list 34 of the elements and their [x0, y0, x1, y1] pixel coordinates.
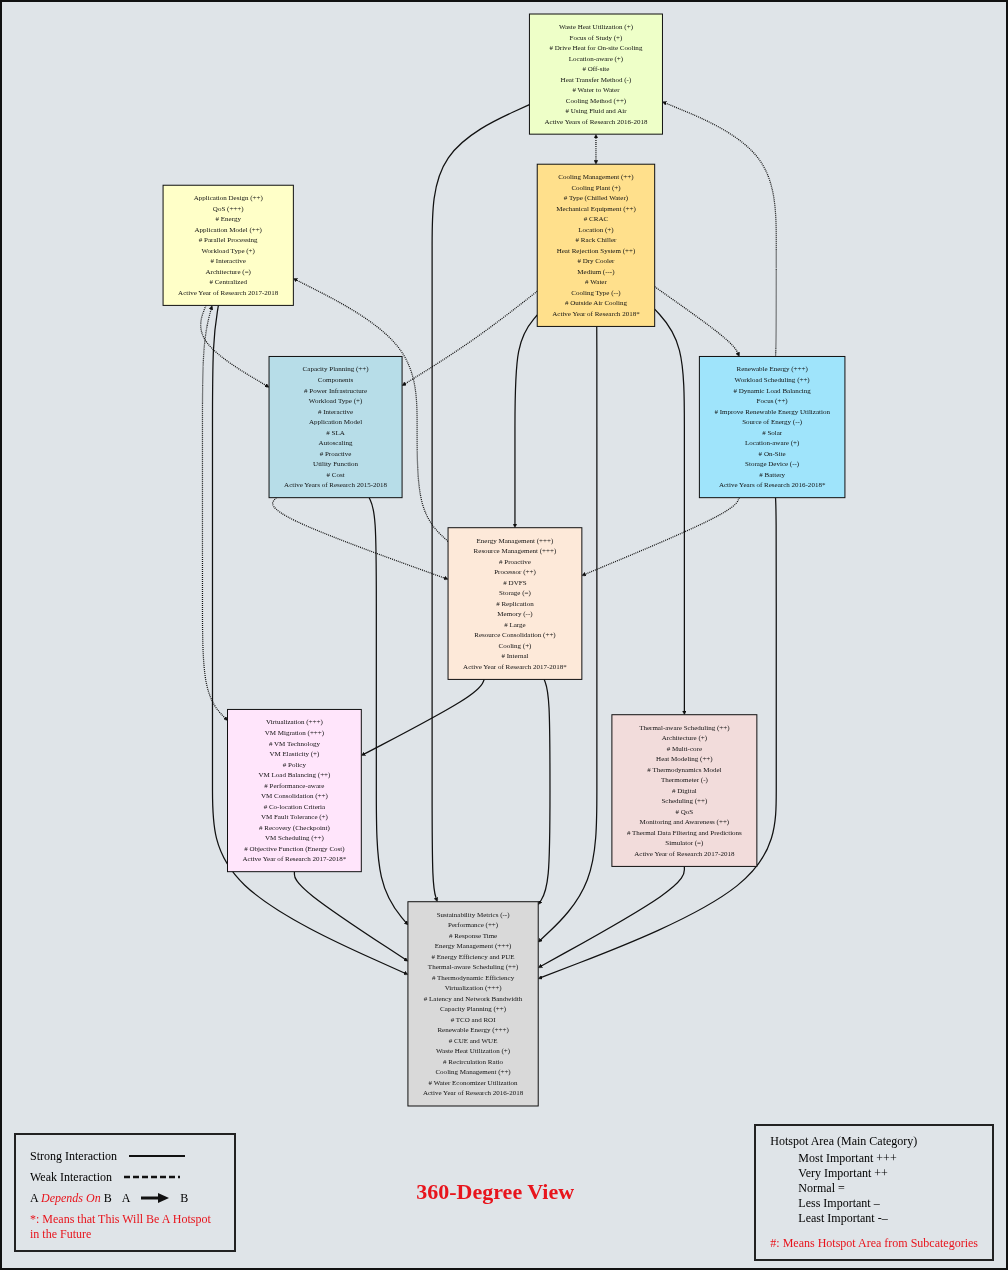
legend-label: Weak Interaction [30, 1169, 112, 1185]
arrow [293, 871, 409, 962]
arrow [211, 304, 409, 975]
sample-letter: A [121, 1190, 131, 1206]
arrow [593, 134, 599, 165]
arrow [272, 497, 449, 581]
footnote: #: Means Hotspot Area from Subcategories [770, 1235, 978, 1251]
diagram-title: 360-Degree View [416, 1179, 575, 1205]
hotspot-level: Less Important – [798, 1195, 881, 1211]
legend-label: Strong Interaction [30, 1148, 117, 1164]
hotspot-level: Normal = [798, 1180, 846, 1196]
hotspot-level: Very Important ++ [798, 1165, 889, 1181]
arrow [201, 305, 228, 721]
arrow [654, 286, 740, 357]
legend-label: A Depends On B [30, 1190, 112, 1206]
arrow [361, 678, 485, 756]
footnote: *: Means that This Will Be A Hotspot in the Future [30, 1211, 212, 1242]
sample-letter: B [180, 1190, 189, 1206]
arrow [512, 314, 538, 528]
arrow [200, 304, 270, 388]
arrow [654, 308, 687, 715]
arrow [538, 497, 777, 980]
arrow [538, 325, 598, 943]
arrow [538, 678, 551, 905]
arrow [368, 497, 409, 926]
hotspot-heading: Hotspot Area (Main Category) [770, 1133, 919, 1149]
arrow [401, 290, 538, 386]
arrow [581, 497, 740, 577]
arrow [662, 101, 777, 358]
arrow [538, 865, 685, 968]
arrow [431, 103, 531, 902]
hotspot-level: Least Important -– [798, 1210, 889, 1226]
hotspot-level: Most Important +++ [798, 1150, 898, 1166]
arrow [293, 278, 449, 543]
